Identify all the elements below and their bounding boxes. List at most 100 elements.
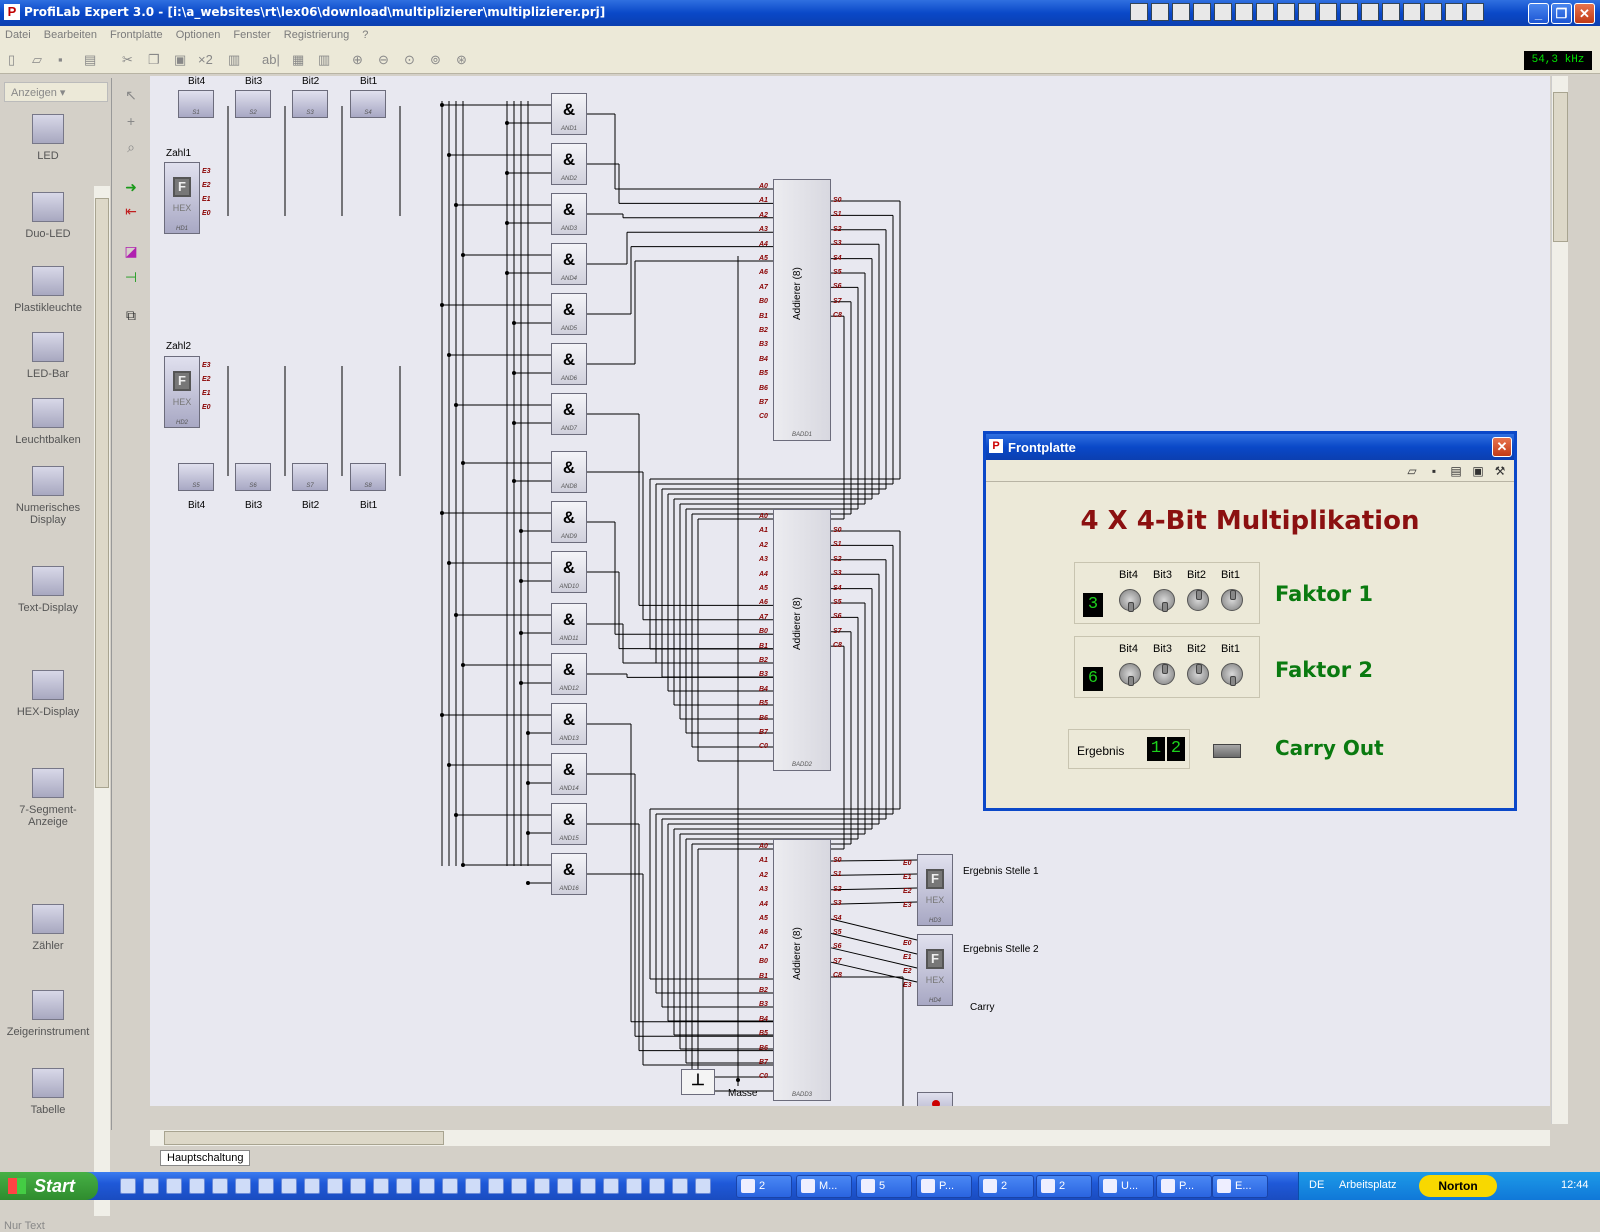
palette-item-5[interactable]: Numerisches Display (4, 466, 92, 526)
carry-led[interactable] (917, 1092, 953, 1106)
quick-launch-icon[interactable] (235, 1178, 251, 1194)
quick-launch-icon[interactable] (258, 1178, 274, 1194)
save-icon[interactable]: ▪ (1431, 464, 1437, 478)
open-folder-icon[interactable]: ▱ (32, 52, 42, 67)
palette-scrollbar[interactable] (94, 186, 110, 1216)
taskbar-button[interactable]: P... (916, 1175, 972, 1198)
quick-launch-icon[interactable] (350, 1178, 366, 1194)
quick-launch-icon[interactable] (511, 1178, 527, 1194)
and-gate-AND10[interactable]: &AND10 (551, 551, 587, 593)
and-gate-AND9[interactable]: &AND9 (551, 501, 587, 543)
menu-registrierung[interactable]: Registrierung (283, 29, 350, 41)
paste-icon[interactable]: ▣ (174, 52, 187, 67)
and-gate-AND12[interactable]: &AND12 (551, 653, 587, 695)
quick-launch-icon[interactable] (327, 1178, 343, 1194)
faktor2-toggle-bit4[interactable] (1119, 663, 1141, 686)
menu-frontplatte[interactable]: Frontplatte (110, 29, 163, 41)
menu-help[interactable]: ? (362, 29, 369, 41)
toggle-switch-S8[interactable]: S8 (350, 463, 386, 491)
arbeitsplatz-toolbar[interactable]: Arbeitsplatz (1339, 1179, 1397, 1191)
faktor2-toggle-bit1[interactable] (1221, 663, 1243, 686)
run-arrow-icon[interactable]: ➜ (125, 179, 137, 195)
grid-icon[interactable]: ▦ (292, 52, 305, 67)
palette-category-dropdown[interactable]: Anzeigen ▾ (4, 82, 108, 102)
faktor1-toggle-bit2[interactable] (1187, 589, 1209, 611)
quick-icon[interactable] (1214, 3, 1232, 21)
connector-icon[interactable]: ⊣ (124, 269, 138, 285)
duplicate-button[interactable]: ×2 (198, 52, 213, 67)
and-gate-AND7[interactable]: &AND7 (551, 393, 587, 435)
stop-arrow-icon[interactable]: ⇤ (125, 203, 137, 219)
quick-launch-icon[interactable] (557, 1178, 573, 1194)
logic-level-icon[interactable]: ◪ (124, 243, 138, 259)
adder-BADD1[interactable]: Addierer (8)BADD1 (773, 179, 831, 441)
quick-launch-icon[interactable] (649, 1178, 665, 1194)
taskbar-button[interactable]: P... (1156, 1175, 1212, 1198)
tools-icon[interactable]: ⚒ (1494, 464, 1506, 478)
quick-icon[interactable] (1382, 3, 1400, 21)
horizontal-scrollbar[interactable] (150, 1130, 1550, 1146)
palette-item-11[interactable]: Tabelle (4, 1068, 92, 1116)
and-gate-AND5[interactable]: &AND5 (551, 293, 587, 335)
quick-launch-icon[interactable] (419, 1178, 435, 1194)
taskbar-button[interactable]: U... (1098, 1175, 1154, 1198)
menu-optionen[interactable]: Optionen (175, 29, 221, 41)
delete-icon[interactable]: ▥ (228, 52, 241, 67)
and-gate-AND6[interactable]: &AND6 (551, 343, 587, 385)
faktor2-toggle-bit2[interactable] (1187, 663, 1209, 685)
palette-item-7[interactable]: HEX-Display (4, 670, 92, 718)
toggle-switch-S5[interactable]: S5 (178, 463, 214, 491)
quick-icon[interactable] (1361, 3, 1379, 21)
magnifier-tool-icon[interactable]: ⌕ (127, 139, 135, 155)
quick-launch-icon[interactable] (488, 1178, 504, 1194)
quick-launch-icon[interactable] (373, 1178, 389, 1194)
palette-item-3[interactable]: LED-Bar (4, 332, 92, 380)
and-gate-AND4[interactable]: &AND4 (551, 243, 587, 285)
zoom-in-icon[interactable]: ⊕ (352, 52, 363, 67)
print-icon[interactable]: ▤ (1450, 464, 1462, 478)
quick-launch-icon[interactable] (396, 1178, 412, 1194)
and-gate-AND8[interactable]: &AND8 (551, 451, 587, 493)
menu-datei[interactable]: Datei (5, 29, 31, 41)
nur-text-toggle[interactable]: Nur Text (4, 1220, 45, 1232)
toggle-switch-S6[interactable]: S6 (235, 463, 271, 491)
faktor1-toggle-bit3[interactable] (1153, 589, 1175, 612)
and-gate-AND1[interactable]: &AND1 (551, 93, 587, 135)
faktor1-toggle-bit4[interactable] (1119, 589, 1141, 612)
zoom-fit-icon[interactable]: ⊙ (404, 52, 415, 67)
quick-icon[interactable] (1403, 3, 1421, 21)
quick-icon[interactable] (1172, 3, 1190, 21)
taskbar-button[interactable]: 2 (1036, 1175, 1092, 1198)
menu-fenster[interactable]: Fenster (233, 29, 271, 41)
and-gate-AND14[interactable]: &AND14 (551, 753, 587, 795)
copy-icon[interactable]: ❐ (148, 52, 160, 67)
quick-launch-icon[interactable] (672, 1178, 688, 1194)
zoom-out-icon[interactable]: ⊖ (378, 52, 389, 67)
menu-bearbeiten[interactable]: Bearbeiten (43, 29, 97, 41)
quick-icon[interactable] (1340, 3, 1358, 21)
quick-launch-icon[interactable] (442, 1178, 458, 1194)
faktor2-toggle-bit3[interactable] (1153, 663, 1175, 685)
quick-icon[interactable] (1298, 3, 1316, 21)
quick-launch-icon[interactable] (120, 1178, 136, 1194)
and-gate-AND15[interactable]: &AND15 (551, 803, 587, 845)
text-tool-button[interactable]: ab| (262, 52, 280, 67)
quick-launch-icon[interactable] (580, 1178, 596, 1194)
palette-item-2[interactable]: Plastikleuchte (4, 266, 92, 314)
palette-item-8[interactable]: 7-Segment-Anzeige (4, 768, 92, 828)
and-gate-AND2[interactable]: &AND2 (551, 143, 587, 185)
palette-item-10[interactable]: Zeigerinstrument (4, 990, 92, 1038)
clipboard-icon[interactable]: ▣ (1472, 464, 1484, 478)
quick-icon[interactable] (1424, 3, 1442, 21)
quick-launch-icon[interactable] (695, 1178, 711, 1194)
start-button[interactable]: Start (0, 1172, 98, 1200)
vertical-scroll-thumb[interactable] (1553, 92, 1568, 242)
taskbar-button[interactable]: 2 (736, 1175, 792, 1198)
quick-launch-icon[interactable] (603, 1178, 619, 1194)
and-gate-AND3[interactable]: &AND3 (551, 193, 587, 235)
palette-item-6[interactable]: Text-Display (4, 566, 92, 614)
maximize-button[interactable]: ❐ (1551, 3, 1572, 24)
palette-scroll-thumb[interactable] (95, 198, 109, 788)
close-button[interactable]: ✕ (1574, 3, 1595, 24)
minimize-button[interactable]: _ (1528, 3, 1549, 24)
